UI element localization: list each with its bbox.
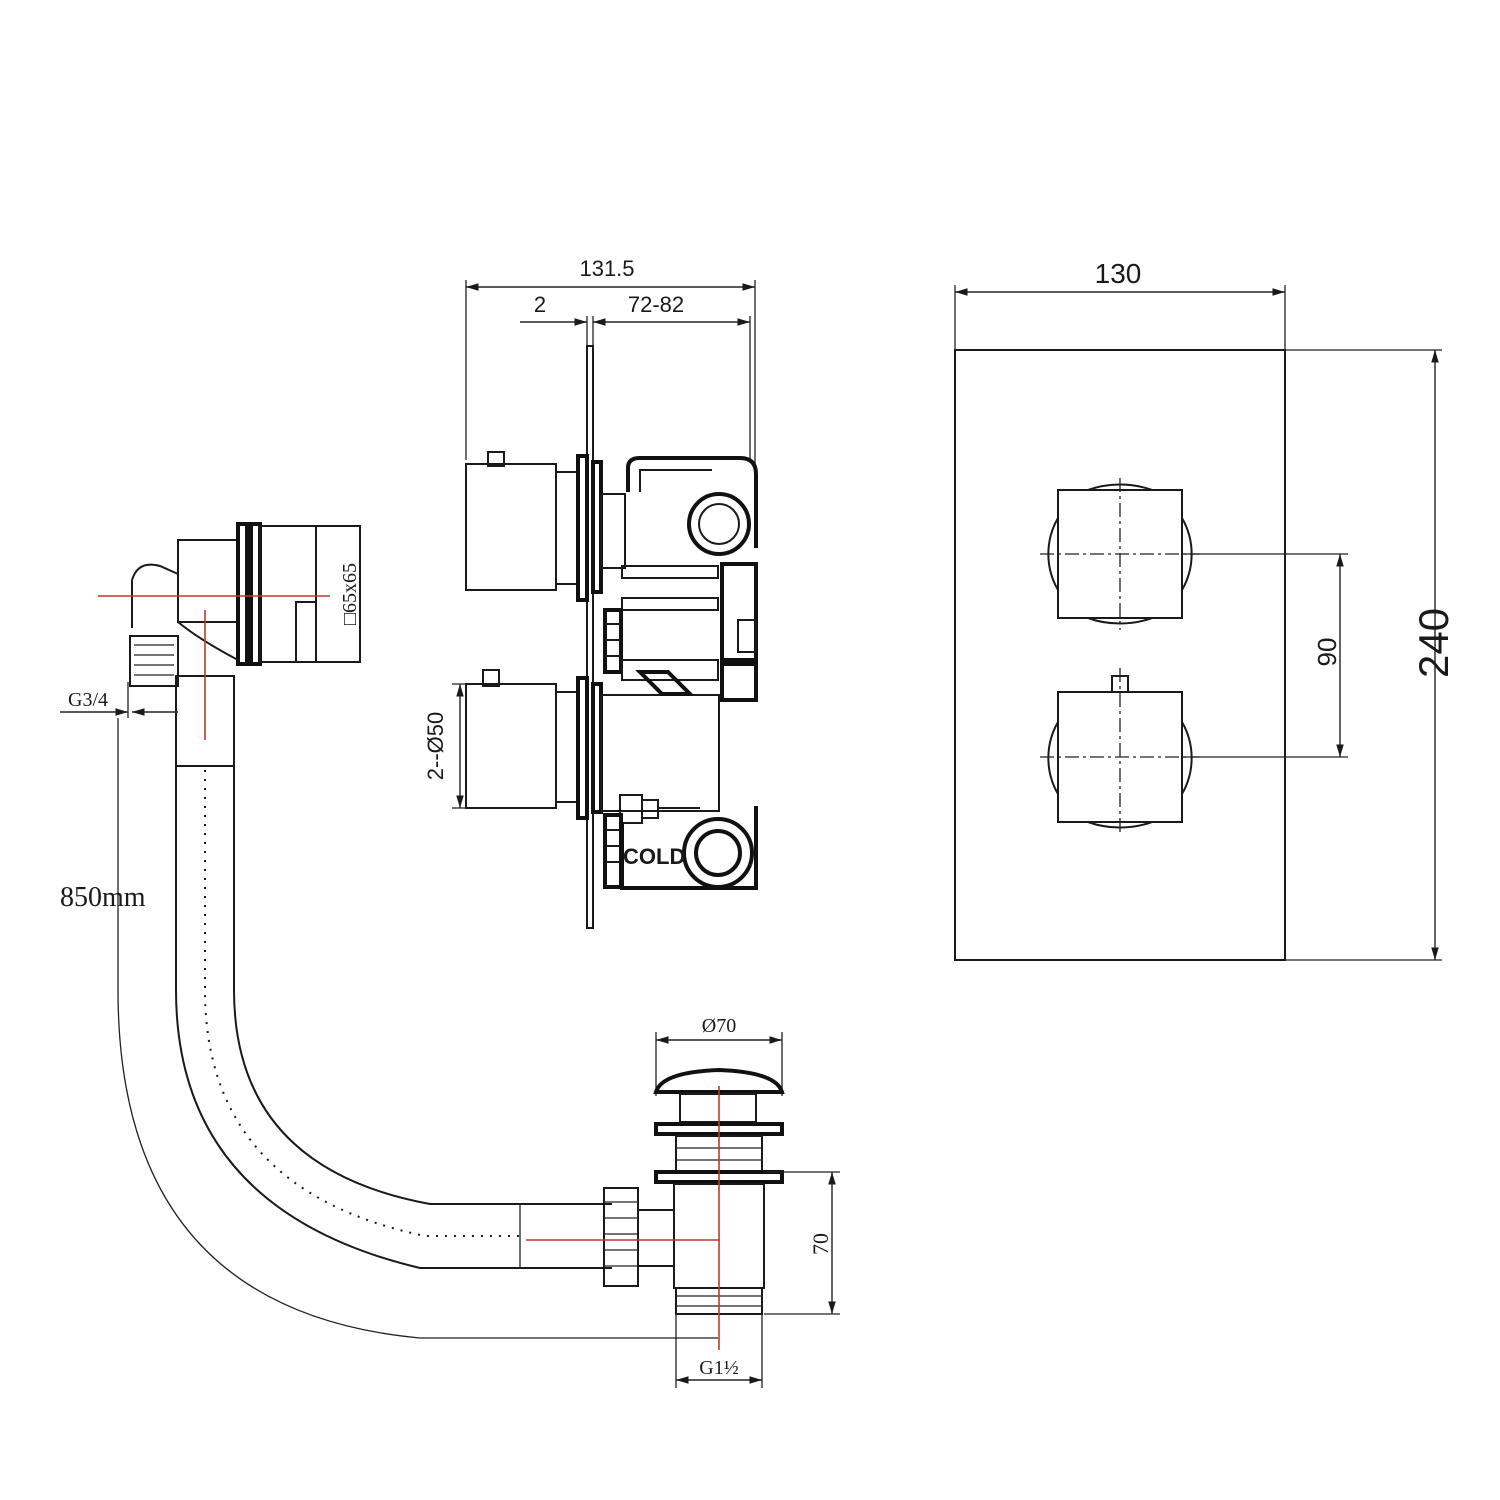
handle-spacing-label: 90 <box>1312 638 1342 667</box>
front-view: 130 240 90 <box>954 258 1457 961</box>
plate-height-label: 240 <box>1410 608 1457 678</box>
waste-hose <box>175 766 612 1269</box>
plate-thickness-label: 2 <box>534 292 546 317</box>
cover-plate <box>954 349 1286 961</box>
side-view: 131.5 2 72-82 2-- <box>423 256 758 929</box>
plug-diameter-label: Ø70 <box>702 1015 736 1037</box>
overall-depth-label: 131.5 <box>579 256 634 281</box>
plug-and-trap: Ø70 <box>526 1015 785 1350</box>
side-upper-handle <box>465 451 626 602</box>
side-upper-handle-2 <box>465 669 720 820</box>
lower-handle <box>1040 668 1200 836</box>
plate-width-label: 130 <box>1095 258 1142 289</box>
trap-height-label: 70 <box>808 1233 833 1255</box>
overflow-thread-label: G3/4 <box>68 689 108 711</box>
outlet-thread-label: G1½ <box>699 1357 738 1379</box>
waste-overflow: □65x65 G3/4 850mm Ø70 <box>60 522 840 1388</box>
wall-depth-label: 72-82 <box>628 292 684 317</box>
handle-diameter-label: 2--Ø50 <box>423 712 448 780</box>
valve-body: COLD <box>603 456 758 890</box>
overflow-size-label: □65x65 <box>339 563 361 625</box>
hose-length-label: 850mm <box>60 882 146 913</box>
upper-handle <box>1040 478 1200 630</box>
overflow-head <box>98 522 361 767</box>
cold-label: COLD <box>623 844 685 869</box>
plate-edge <box>586 345 594 929</box>
